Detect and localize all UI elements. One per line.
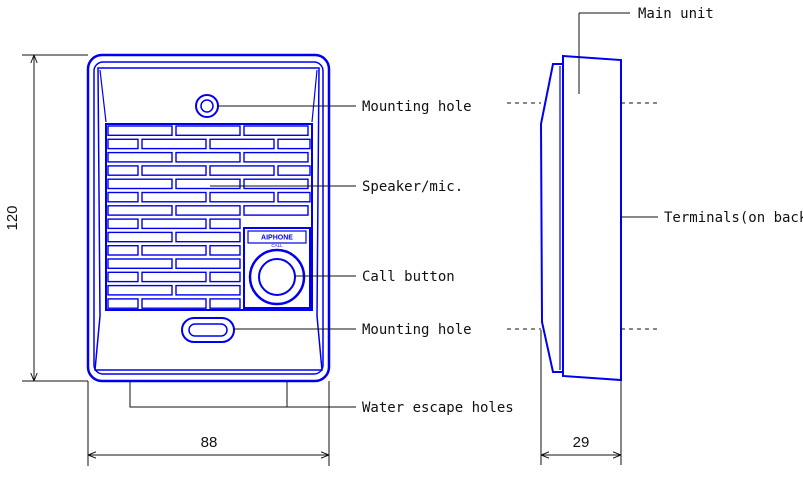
grille-slot (141, 191, 207, 203)
call-button[interactable] (258, 258, 296, 296)
label-call-button: Call button (362, 269, 455, 285)
grille-slot (243, 151, 309, 163)
width-dimension: 88 (201, 434, 218, 451)
grille-slot (141, 138, 207, 150)
grille-slot (107, 165, 139, 176)
grille-slot (141, 165, 207, 176)
grille-slot (175, 125, 241, 137)
side-view (539, 54, 622, 382)
call-button-panel (243, 227, 311, 309)
grille-slot (107, 205, 173, 216)
height-dimension: 120 (4, 205, 21, 230)
speaker-grille (105, 123, 313, 311)
speaker-grille-slots (107, 125, 311, 309)
grille-slot (209, 244, 241, 256)
front-inner-housing (93, 61, 324, 375)
side-main-unit (562, 54, 622, 382)
grille-slot (107, 231, 173, 243)
grille-slot (107, 271, 139, 283)
depth-dimension: 29 (573, 434, 590, 451)
label-water-escape: Water escape holes (362, 400, 514, 416)
grille-slot (107, 284, 173, 296)
bottom-mounting-hole-inner (188, 323, 228, 337)
front-face-panel (94, 67, 323, 371)
grille-slot (175, 284, 241, 296)
grille-slot (277, 165, 311, 176)
grille-slot (175, 258, 241, 270)
grille-slot (107, 151, 173, 163)
grille-slot (209, 298, 241, 309)
front-outer-housing (86, 53, 331, 383)
grille-slot (107, 191, 139, 203)
grille-slot (107, 298, 139, 309)
grille-slot (209, 191, 275, 203)
front-view: AIPHONE CALL (86, 53, 331, 383)
grille-slot (175, 205, 241, 216)
grille-slot (209, 165, 275, 176)
leader-lines (129, 12, 660, 408)
grille-slot (141, 271, 207, 283)
front-hood-edge (99, 69, 318, 123)
grille-slot (107, 178, 173, 190)
top-mounting-hole-outer (195, 94, 219, 118)
call-button-ring[interactable] (248, 248, 306, 306)
label-mounting-hole-top: Mounting hole (362, 99, 472, 115)
dimension-lines (22, 54, 622, 466)
grille-slot (141, 298, 207, 309)
grille-slot (243, 205, 309, 216)
grille-slot (107, 125, 173, 137)
grille-slot (107, 258, 173, 270)
grille-slot (107, 244, 139, 256)
grille-slot (141, 218, 207, 230)
grille-slot (209, 271, 241, 283)
grille-slot (277, 191, 311, 203)
grille-slot (107, 218, 139, 230)
top-mounting-hole-inner (200, 99, 214, 113)
grille-slot (175, 231, 241, 243)
grille-slot (175, 178, 241, 190)
label-main-unit: Main unit (638, 6, 714, 22)
label-terminals: Terminals(on back) (664, 210, 803, 226)
grille-slot (277, 138, 311, 150)
bottom-mounting-hole-outer (181, 317, 235, 343)
grille-slot (209, 138, 275, 150)
grille-slot (107, 138, 139, 150)
grille-slot (175, 151, 241, 163)
brand-logo: AIPHONE (261, 235, 293, 242)
brand-plate (247, 230, 307, 244)
label-mounting-hole-bottom: Mounting hole (362, 322, 472, 338)
call-button-caption: CALL (271, 243, 283, 248)
side-face-plate (539, 63, 564, 373)
label-speaker-mic: Speaker/mic. (362, 179, 463, 195)
grille-slot (209, 218, 241, 230)
grille-slot (243, 125, 309, 137)
grille-slot (243, 178, 309, 190)
grille-slot (141, 244, 207, 256)
